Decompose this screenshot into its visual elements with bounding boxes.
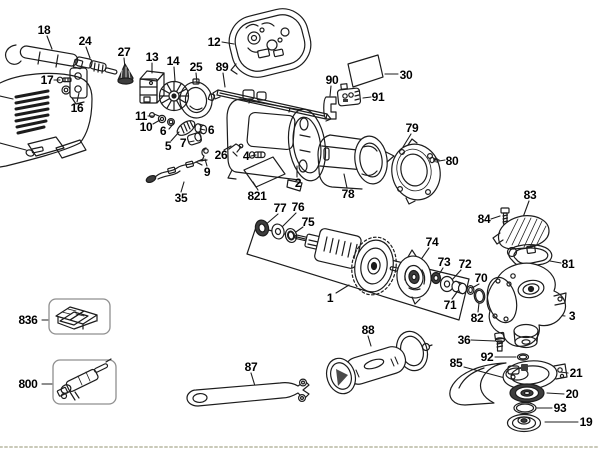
armature-assembly-1-part	[246, 219, 470, 321]
washer-10-part	[157, 114, 167, 124]
bearing-plate-79-part	[391, 138, 441, 205]
sleeve-7-part	[186, 132, 203, 146]
leader-lines	[0, 35, 579, 423]
washer-72-part	[439, 275, 455, 293]
top-cover-12-part	[228, 8, 312, 78]
screw-36-part	[494, 331, 506, 352]
bushing-6-right-part	[194, 123, 208, 135]
spring-5-part	[176, 120, 196, 136]
oring-92-part	[516, 353, 530, 361]
screw-17-part	[56, 76, 72, 84]
rail-89-part	[212, 89, 332, 122]
screw-80-part	[429, 156, 440, 164]
flange-19-part	[506, 413, 542, 433]
oring-82-part	[473, 288, 486, 304]
baffle-25-part	[179, 78, 216, 119]
nameplate-821-part	[243, 156, 286, 188]
clamp-85-part	[505, 364, 529, 381]
accessory-box-800	[52, 358, 117, 405]
switch-91-part	[336, 83, 362, 107]
gear-cover-83-part	[492, 215, 550, 254]
motor-housing-part	[0, 72, 93, 168]
guard-21-part	[449, 360, 568, 406]
lock-lever-16-part	[69, 58, 88, 105]
field-case-2-part	[226, 89, 327, 192]
baffle-74-part	[396, 249, 432, 305]
lead-wire-35-part	[145, 158, 204, 184]
bearing-73-part	[430, 271, 442, 285]
bracket-90-part	[323, 96, 337, 120]
clip-26-part	[228, 143, 244, 157]
knob-27-part	[117, 63, 134, 85]
gear-case-3-part	[486, 262, 567, 349]
ring-93-part	[513, 401, 537, 415]
plate-30-part	[347, 54, 384, 88]
fan-14-part	[158, 80, 190, 112]
accessory-box-836	[48, 298, 111, 335]
power-cord-part	[4, 44, 118, 75]
pinion-71-part	[451, 280, 468, 295]
ring-70-part	[466, 285, 475, 296]
wrench-87-part	[186, 378, 310, 407]
screw-4-part	[248, 151, 266, 159]
side-handle-88-part	[325, 330, 433, 395]
bearing-20-part	[509, 383, 545, 403]
field-78-part	[317, 134, 395, 190]
screw-11-part	[149, 111, 160, 118]
washer-6-left-part	[167, 117, 176, 126]
brush-holder-13-part	[139, 70, 165, 104]
